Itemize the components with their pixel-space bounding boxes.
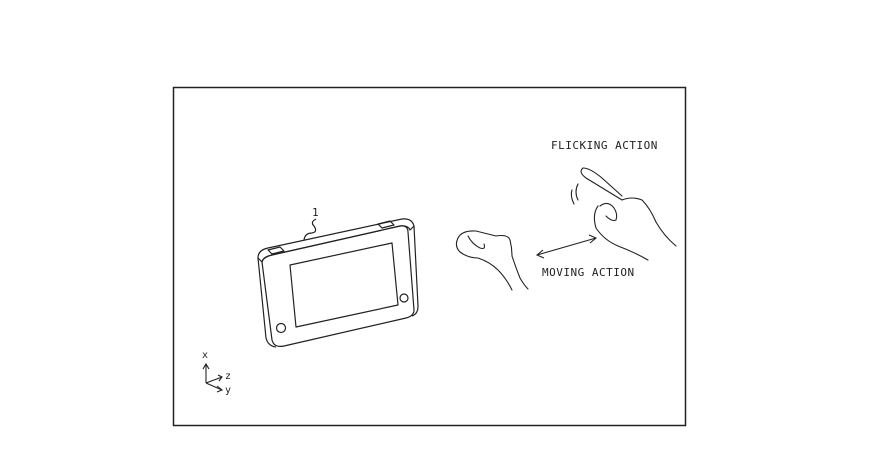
device-1 [257, 218, 419, 348]
moving-hand [455, 230, 529, 291]
flicking-action-label: FLICKING ACTION [551, 139, 658, 152]
device-reference-number: 1 [312, 206, 319, 219]
axis-x-label: x [202, 350, 209, 361]
axis-z-label: z [225, 371, 232, 382]
axis-indicator [202, 362, 224, 393]
moving-action-label: MOVING ACTION [542, 266, 635, 279]
axis-y-label: y [225, 385, 232, 396]
flicking-hand [570, 167, 677, 261]
figure-frame [172, 86, 687, 427]
moving-arrow [535, 234, 598, 259]
